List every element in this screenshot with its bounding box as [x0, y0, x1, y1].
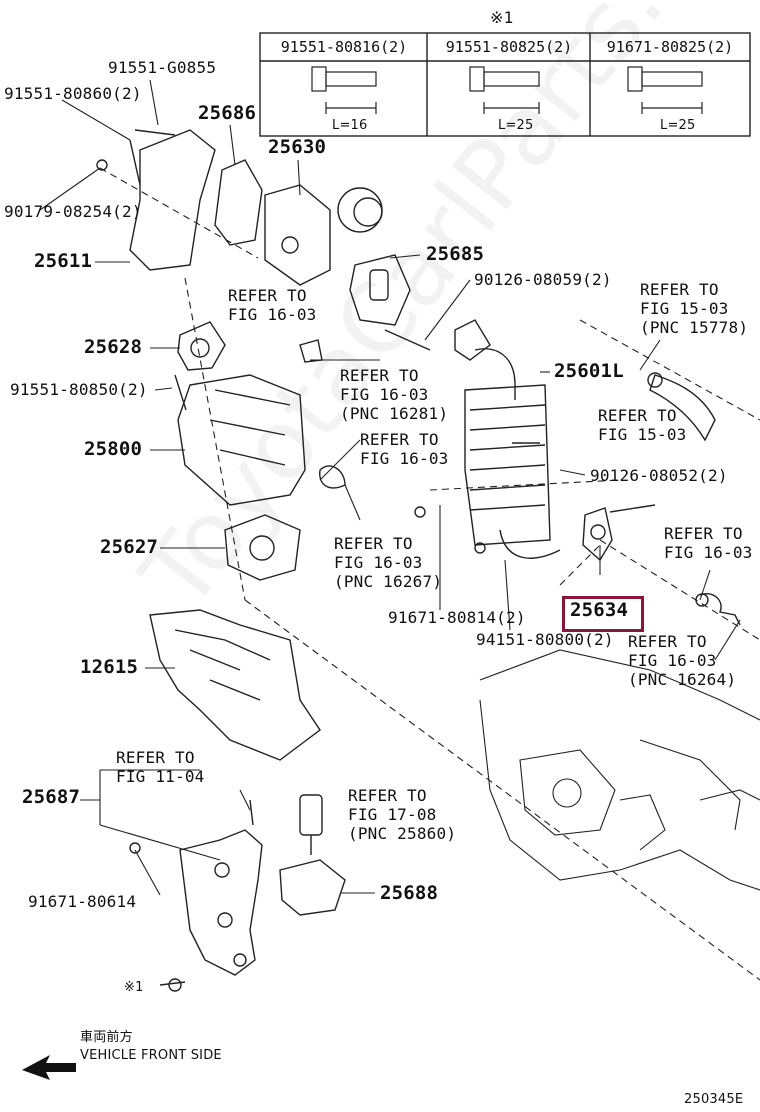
part-25800[interactable]: 25800	[84, 438, 143, 460]
table-col3-part: 91671-80825(2)	[606, 38, 734, 56]
bolt-mark-ref: ※1	[124, 980, 144, 995]
part-91671-80614[interactable]: 91671-80614	[28, 892, 137, 911]
part-25685[interactable]: 25685	[426, 243, 485, 265]
assembly-lines	[99, 167, 760, 981]
part-90179-08254[interactable]: 90179-08254(2)	[4, 202, 142, 221]
part-91551-80860[interactable]: 91551-80860(2)	[4, 84, 142, 103]
bracket-group	[129, 794, 346, 992]
hoses	[299, 339, 741, 626]
part-90126-08059[interactable]: 90126-08059(2)	[474, 270, 612, 289]
part-25630[interactable]: 25630	[268, 136, 327, 158]
front-arrow-icon	[22, 1055, 76, 1080]
part-25688[interactable]: 25688	[380, 882, 439, 904]
vehicle-front-en: VEHICLE FRONT SIDE	[80, 1048, 222, 1063]
part-25611[interactable]: 25611	[34, 250, 93, 272]
table-col1-length: L=16	[332, 118, 368, 133]
table-col3-length: L=25	[660, 118, 696, 133]
refer-fig-16-03-pnc-16281[interactable]: REFER TO FIG 16-03 (PNC 16281)	[340, 366, 449, 423]
part-94151-80800[interactable]: 94151-80800(2)	[476, 630, 614, 649]
refer-fig-16-03-c[interactable]: REFER TO FIG 16-03	[360, 430, 449, 468]
refer-fig-16-03-pnc-16264[interactable]: REFER TO FIG 16-03 (PNC 16264)	[628, 632, 737, 689]
table-col2-part: 91551-80825(2)	[445, 38, 573, 56]
part-12615[interactable]: 12615	[80, 656, 139, 678]
table-col2-length: L=25	[498, 118, 534, 133]
part-25628[interactable]: 25628	[84, 336, 143, 358]
vehicle-front-jp: 車両前方	[80, 1030, 133, 1045]
refer-fig-16-03-e[interactable]: REFER TO FIG 16-03	[664, 524, 753, 562]
egr-cooler	[414, 319, 656, 562]
part-91671-80814[interactable]: 91671-80814(2)	[388, 608, 526, 627]
refer-fig-16-03-a[interactable]: REFER TO FIG 16-03	[228, 286, 317, 324]
part-91551-G0855[interactable]: 91551-G0855	[108, 58, 217, 77]
part-25601L[interactable]: 25601L	[554, 360, 624, 382]
refer-fig-17-08-pnc-25860[interactable]: REFER TO FIG 17-08 (PNC 25860)	[348, 786, 457, 843]
refer-fig-15-03-pnc-15778[interactable]: REFER TO FIG 15-03 (PNC 15778)	[640, 280, 749, 337]
part-25687[interactable]: 25687	[22, 786, 81, 808]
part-91551-80850[interactable]: 91551-80850(2)	[10, 380, 148, 399]
part-25627[interactable]: 25627	[100, 536, 159, 558]
table-mark: ※1	[490, 8, 514, 27]
refer-fig-15-03[interactable]: REFER TO FIG 15-03	[598, 406, 687, 444]
highlight-box-25634	[562, 596, 644, 632]
engine-block	[479, 649, 760, 891]
refer-fig-16-03-pnc-16267[interactable]: REFER TO FIG 16-03 (PNC 16267)	[334, 534, 443, 591]
table-col1-part: 91551-80816(2)	[280, 38, 408, 56]
part-90126-08052[interactable]: 90126-08052(2)	[590, 466, 728, 485]
part-25686[interactable]: 25686	[198, 102, 257, 124]
part-25634[interactable]: 25634	[570, 599, 629, 621]
refer-fig-11-04[interactable]: REFER TO FIG 11-04	[116, 748, 205, 786]
egr-valve-assembly	[96, 129, 431, 351]
figure-code: 250345E	[684, 1092, 744, 1107]
insulator-12615	[149, 609, 321, 761]
bolt-table	[259, 32, 751, 137]
manifold-group	[174, 321, 306, 581]
